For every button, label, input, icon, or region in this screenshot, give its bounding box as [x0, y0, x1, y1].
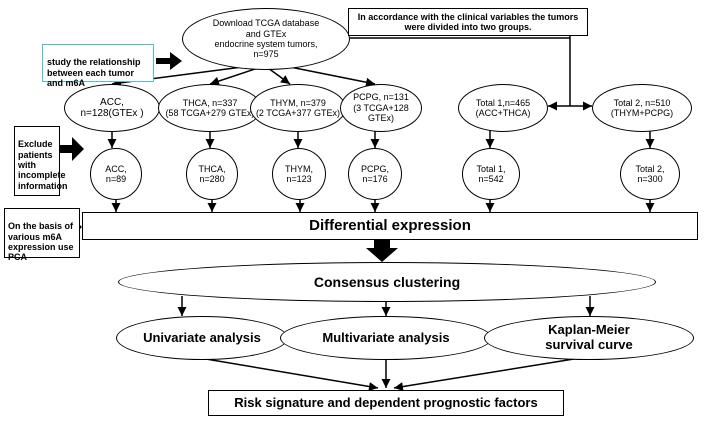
block-arrow-down: [366, 240, 398, 262]
filtered-node-total2: Total 2, n=300: [620, 148, 680, 200]
arrow-download-thym: [267, 67, 291, 85]
filtered-node-thca: THCA, n=280: [186, 148, 238, 200]
differential-box: Differential expression: [82, 212, 698, 240]
risk-box: Risk signature and dependent prognostic …: [208, 390, 564, 416]
arrow-uni-risk: [199, 357, 379, 391]
tumor-node-acc: ACC, n=128(GTEx ): [64, 84, 160, 132]
block-arrow-study: [156, 52, 182, 70]
filtered-node-total1: Total 1, n=542: [462, 148, 520, 200]
risk-label: Risk signature and dependent prognostic …: [234, 394, 538, 410]
total2-label: Total 2, n=510 (THYM+PCPG): [610, 97, 674, 118]
tumor-label: THYM, n=379 (2 TCGA+377 GTEx): [255, 97, 341, 118]
filtered-node-pcpg: PCPG, n=176: [348, 148, 402, 200]
tumor-label: ACC, n=128(GTEx ): [80, 96, 144, 120]
study-note: study the relationship between each tumo…: [42, 44, 154, 88]
accordance-note: In accordance with the clinical variable…: [348, 8, 588, 36]
download-label: Download TCGA database and GTEx endocrin…: [212, 18, 320, 60]
tumor-node-pcpg: PCPG, n=131 (3 TCGA+128 GTEx): [340, 84, 422, 132]
basis-note: On the basis of various m6A expression u…: [4, 208, 80, 262]
multivariate-label: Multivariate analysis: [322, 329, 450, 345]
filtered-label: THYM, n=123: [285, 163, 313, 184]
univariate-label: Univariate analysis: [143, 329, 261, 345]
tumor-node-thca: THCA, n=337 (58 TCGA+279 GTEx): [158, 84, 262, 132]
arrow-km-risk: [393, 357, 581, 392]
tumor-label: THCA, n=337 (58 TCGA+279 GTEx): [165, 97, 255, 118]
filtered-node-acc: ACC, n=89: [90, 148, 142, 200]
basis-label: On the basis of various m6A expression u…: [8, 221, 74, 263]
consensus-label: Consensus clustering: [313, 273, 461, 290]
tumor-node-thym: THYM, n=379 (2 TCGA+377 GTEx): [250, 84, 346, 132]
tumor-label: PCPG, n=131 (3 TCGA+128 GTEx): [353, 92, 409, 124]
exclude-label: Exclude patients with incomplete informa…: [18, 139, 68, 191]
arrow-download-thca: [209, 67, 259, 86]
kaplan-meier-node: Kaplan-Meier survival curve: [484, 316, 694, 360]
consensus-node: Consensus clustering: [118, 262, 656, 302]
filtered-label: Total 2, n=300: [635, 163, 665, 184]
total2-node: Total 2, n=510 (THYM+PCPG): [592, 84, 692, 132]
filtered-node-thym: THYM, n=123: [272, 148, 326, 200]
study-label: study the relationship between each tumo…: [47, 57, 141, 89]
kaplan-meier-label: Kaplan-Meier survival curve: [545, 322, 633, 352]
differential-label: Differential expression: [309, 217, 471, 235]
filtered-label: PCPG, n=176: [360, 163, 389, 184]
total1-node: Total 1,n=465 (ACC+THCA): [458, 84, 548, 132]
filtered-label: Total 1, n=542: [476, 163, 506, 184]
accordance-label: In accordance with the clinical variable…: [357, 11, 579, 32]
exclude-note: Exclude patients with incomplete informa…: [14, 126, 68, 196]
filtered-label: THCA, n=280: [198, 163, 226, 184]
total1-label: Total 1,n=465 (ACC+THCA): [475, 97, 531, 118]
arrow-download-pcpg: [284, 65, 376, 87]
univariate-node: Univariate analysis: [116, 316, 288, 360]
filtered-label: ACC, n=89: [105, 163, 127, 184]
download-node: Download TCGA database and GTEx endocrin…: [182, 8, 350, 70]
multivariate-node: Multivariate analysis: [280, 316, 492, 360]
block-arrow-exclude: [60, 137, 84, 161]
